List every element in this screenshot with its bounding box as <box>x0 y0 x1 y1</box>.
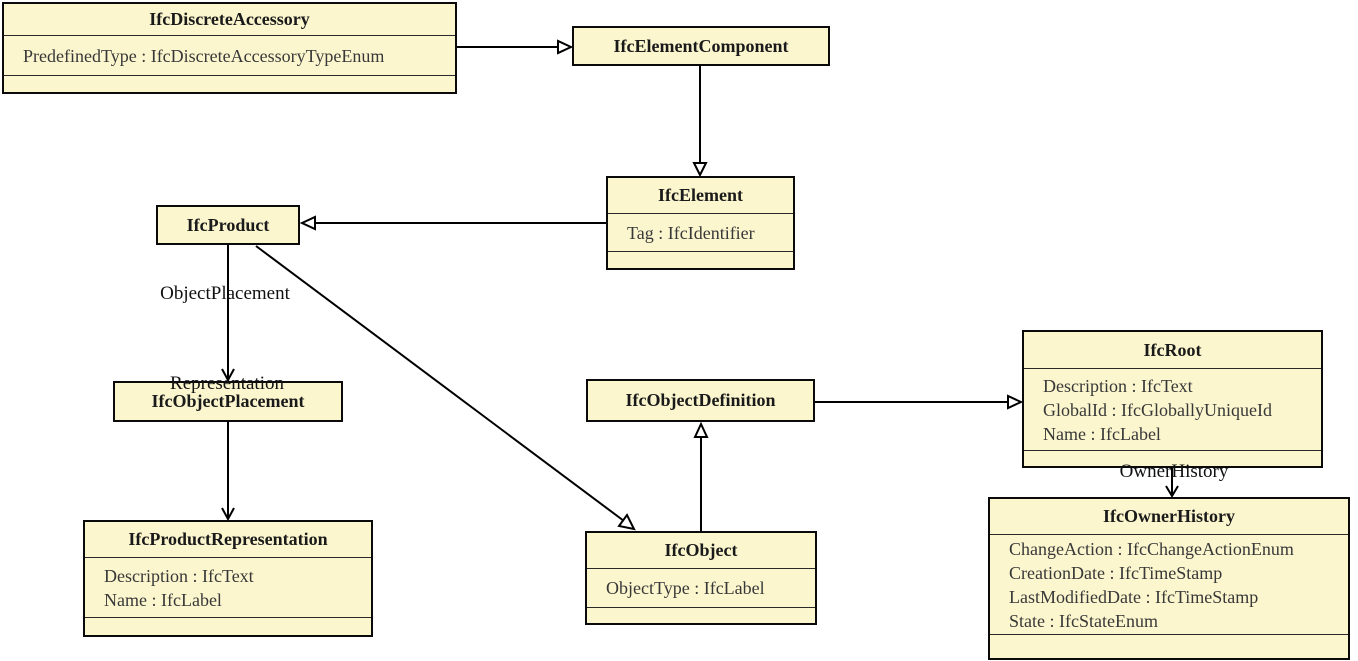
class-attributes: Description : IfcText Name : IfcLabel <box>85 557 371 617</box>
open-triangle-arrowhead-icon <box>1007 394 1024 410</box>
edge-label-representation: Representation <box>170 373 284 394</box>
class-attribute: Name : IfcLabel <box>1043 423 1161 444</box>
stick-arrowhead-icon <box>221 507 235 522</box>
class-attribute: CreationDate : IfcTimeStamp <box>1009 562 1223 583</box>
class-attribute: State : IfcStateEnum <box>1009 610 1158 631</box>
class-attribute: LastModifiedDate : IfcTimeStamp <box>1009 586 1259 607</box>
inheritance-ifcproduct-to-ifcobject <box>255 245 636 531</box>
class-attribute: ObjectType : IfcLabel <box>606 578 765 598</box>
inheritance-ifcobjectdefinition-to-ifcroot <box>815 394 1024 410</box>
class-attribute: Name : IfcLabel <box>104 589 222 610</box>
class-title: IfcElement <box>658 185 743 205</box>
edge-label-objectplacement: ObjectPlacement <box>160 283 290 304</box>
class-attribute: Description : IfcText <box>104 565 254 586</box>
open-triangle-arrowhead-icon <box>557 39 574 55</box>
inheritance-ifcdiscreteaccessory-to-ifcelementcomponent <box>457 39 574 55</box>
class-empty-compartment <box>608 251 793 268</box>
class-title: IfcOwnerHistory <box>1103 506 1235 526</box>
class-box-ifcproductrepresentation: IfcProductRepresentation Description : I… <box>83 520 373 637</box>
class-title: IfcDiscreteAccessory <box>149 9 310 29</box>
stick-arrowhead-icon <box>221 368 235 383</box>
inheritance-ifcelementcomponent-to-ifcelement <box>692 66 708 178</box>
class-attributes: PredefinedType : IfcDiscreteAccessoryTyp… <box>4 35 455 75</box>
inheritance-ifcelement-to-ifcproduct <box>299 215 606 231</box>
inheritance-ifcobject-to-ifcobjectdefinition <box>693 421 709 532</box>
class-title: IfcObject <box>664 540 738 560</box>
class-title: IfcProduct <box>186 214 270 235</box>
class-attribute: GlobalId : IfcGloballyUniqueId <box>1043 399 1272 420</box>
class-attributes: Description : IfcText GlobalId : IfcGlob… <box>1024 368 1321 450</box>
class-title: IfcElementComponent <box>613 35 789 56</box>
class-empty-compartment <box>990 634 1348 658</box>
class-box-ifcownerhistory: IfcOwnerHistory ChangeAction : IfcChange… <box>988 497 1350 660</box>
class-attributes: ObjectType : IfcLabel <box>587 568 815 607</box>
class-attribute: ChangeAction : IfcChangeActionEnum <box>1009 538 1294 559</box>
class-box-ifcobjectdefinition: IfcObjectDefinition <box>586 379 815 422</box>
class-empty-compartment <box>1024 450 1321 466</box>
open-triangle-arrowhead-icon <box>692 162 708 178</box>
class-empty-compartment <box>4 75 455 92</box>
association-ifcproduct-to-ifcobjectplacement <box>221 245 235 383</box>
class-box-ifcelementcomponent: IfcElementComponent <box>572 26 830 66</box>
association-ifcroot-to-ifcownerhistory <box>1165 468 1179 498</box>
class-title: IfcObjectPlacement <box>151 391 305 411</box>
class-attributes: ChangeAction : IfcChangeActionEnum Creat… <box>990 534 1348 634</box>
class-title: IfcObjectDefinition <box>625 390 776 410</box>
edge-label-ownerhistory: OwnerHistory <box>1119 461 1229 482</box>
class-box-ifcdiscreteaccessory: IfcDiscreteAccessory PredefinedType : If… <box>2 2 457 94</box>
class-attribute: PredefinedType : IfcDiscreteAccessoryTyp… <box>23 45 385 66</box>
class-box-ifcproduct: IfcProduct <box>156 205 300 245</box>
class-title: IfcProductRepresentation <box>128 529 328 549</box>
class-empty-compartment <box>587 607 815 623</box>
class-box-ifcroot: IfcRoot Description : IfcText GlobalId :… <box>1022 330 1323 468</box>
class-box-ifcelement: IfcElement Tag : IfcIdentifier <box>606 176 795 270</box>
open-triangle-arrowhead-icon <box>693 421 709 438</box>
class-attribute: Tag : IfcIdentifier <box>627 222 755 243</box>
association-ifcproduct-to-ifcproductrepresentation <box>221 422 235 522</box>
class-attribute: Description : IfcText <box>1043 375 1193 396</box>
class-box-ifcobjectplacement: IfcObjectPlacement <box>113 381 343 422</box>
open-triangle-arrowhead-icon <box>299 215 316 231</box>
class-box-ifcobject: IfcObject ObjectType : IfcLabel <box>585 531 817 625</box>
open-triangle-arrowhead-icon <box>617 513 636 531</box>
class-attributes: Tag : IfcIdentifier <box>608 213 793 251</box>
stick-arrowhead-icon <box>1165 485 1179 498</box>
class-title: IfcRoot <box>1143 339 1202 360</box>
class-empty-compartment <box>85 617 371 635</box>
